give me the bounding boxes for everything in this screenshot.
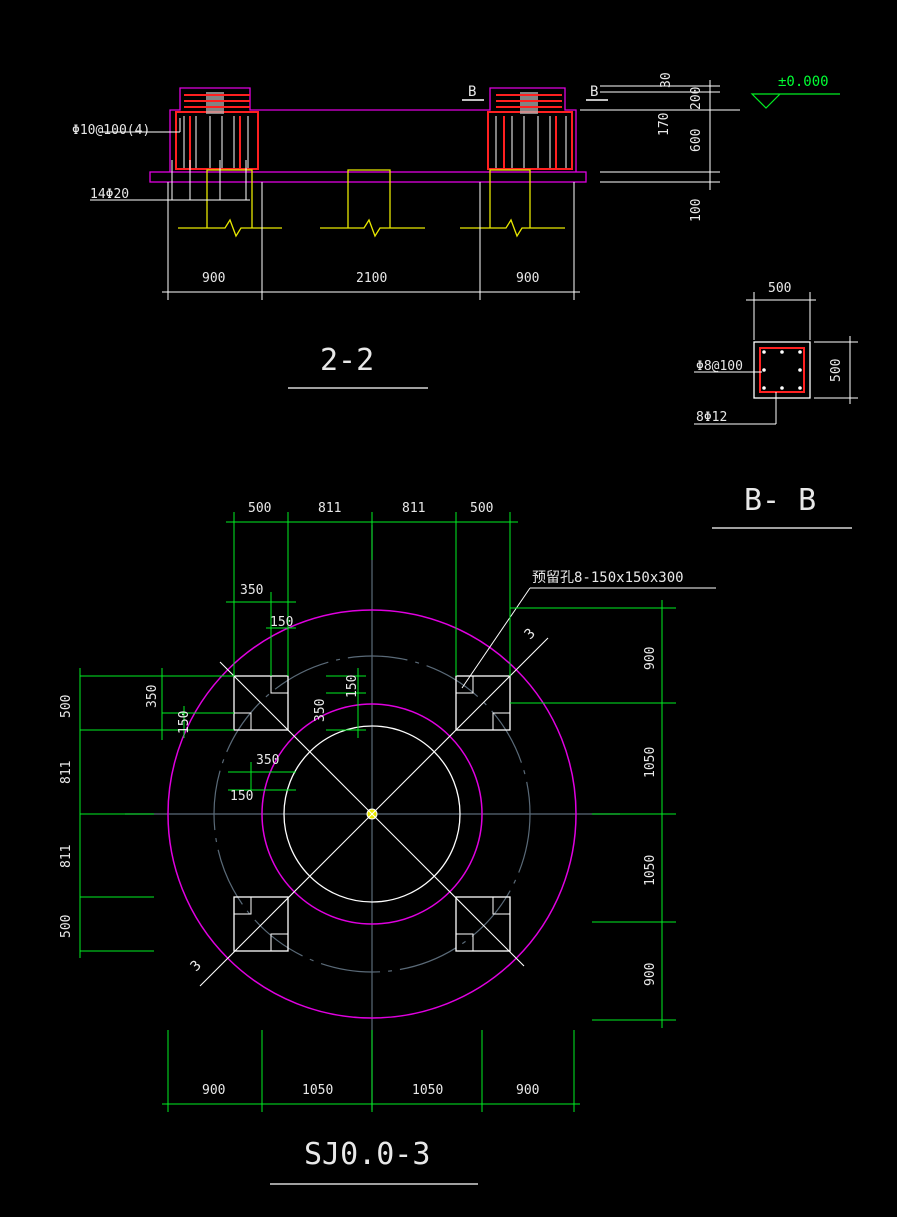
detail-dim-350-d: 350 [256, 753, 279, 768]
detail-dim-150-c: 150 [345, 675, 360, 698]
right-pier-cage [487, 111, 573, 170]
section-mark-3-top: 3 [522, 626, 539, 643]
right-pier-hatch [520, 92, 538, 114]
bb-width-dim: 500 [768, 281, 791, 296]
footing-slab [149, 171, 587, 183]
elevation-symbol [750, 93, 840, 109]
detail-dim-350-c: 350 [313, 699, 328, 722]
dim-100: 100 [689, 199, 704, 222]
stirrup-label: Φ10@100(4) [72, 123, 150, 138]
section-mark-3-bottom: 3 [188, 958, 205, 975]
section-mark-b-left: B [468, 84, 476, 100]
detail-dim-150-b: 150 [177, 711, 192, 734]
dim-30: 30 [659, 72, 674, 88]
elevation-label: ±0.000 [778, 74, 829, 90]
plan-title: SJ0.0-3 [304, 1137, 430, 1172]
section-mark-b-right: B [590, 84, 598, 100]
pier-bottom-right [455, 896, 511, 952]
top-dim-2: 811 [318, 501, 341, 516]
bb-stirrup-label: Φ8@100 [696, 359, 743, 374]
detail-dim-150-d: 150 [230, 789, 253, 804]
main-rebar-label: 14Φ20 [90, 187, 129, 202]
dim-200: 200 [689, 87, 704, 110]
pile-circle-dashed [213, 655, 531, 973]
outer-circle [167, 609, 577, 1019]
inner-magenta-circle [261, 703, 483, 925]
break-line-mid [320, 218, 425, 238]
section-2-2-title: 2-2 [320, 343, 374, 378]
bottom-dim-2: 2100 [356, 271, 387, 286]
bottom-dim-1: 900 [202, 1083, 225, 1098]
left-dim-3: 811 [59, 845, 74, 868]
bottom-dim-1: 900 [202, 271, 225, 286]
top-dim-4: 500 [470, 501, 493, 516]
pile-right [489, 169, 531, 228]
right-dim-2: 1050 [643, 747, 658, 778]
pile-mid [347, 169, 391, 228]
detail-dim-350-a: 350 [240, 583, 263, 598]
bb-stirrup [759, 347, 805, 393]
plan-sj: 3 3 预留孔8-150x150x300 [59, 501, 716, 1185]
hole-label: 预留孔8-150x150x300 [532, 570, 684, 586]
bottom-dim-3: 1050 [412, 1083, 443, 1098]
bb-bars-label: 8Φ12 [696, 410, 727, 425]
bb-height-dim: 500 [829, 359, 844, 382]
pile-left [206, 169, 253, 228]
right-dim-4: 900 [643, 963, 658, 986]
detail-dim-150-a: 150 [270, 615, 293, 630]
pier-bottom-left [233, 896, 289, 952]
section-b-b-title: B- B [744, 483, 816, 518]
top-dim-3: 811 [402, 501, 425, 516]
right-dim-3: 1050 [643, 855, 658, 886]
left-dim-2: 811 [59, 761, 74, 784]
bottom-dim-4: 900 [516, 1083, 539, 1098]
bb-outline [753, 341, 811, 399]
inner-white-circle [283, 725, 461, 903]
dim-170: 170 [657, 113, 672, 136]
section-2-2: Φ10@100(4) 14Φ20 B B ±0.000 30 200 170 6… [72, 72, 840, 389]
break-line-right [460, 218, 565, 238]
detail-dim-350-b: 350 [145, 685, 160, 708]
left-pier-hatch [206, 92, 224, 114]
top-dim-1: 500 [248, 501, 271, 516]
bottom-dim-2: 1050 [302, 1083, 333, 1098]
right-dim-1: 900 [643, 647, 658, 670]
left-dim-4: 500 [59, 915, 74, 938]
pier-top-left [233, 675, 289, 731]
section-b-b: 500 500 Φ8@100 8Φ12 B- B [694, 281, 858, 529]
dim-600: 600 [689, 129, 704, 152]
tie-beam [169, 87, 577, 172]
left-dim-1: 500 [59, 695, 74, 718]
bottom-dim-3: 900 [516, 271, 539, 286]
break-line-left [178, 218, 282, 238]
diagonal-2 [199, 637, 549, 987]
